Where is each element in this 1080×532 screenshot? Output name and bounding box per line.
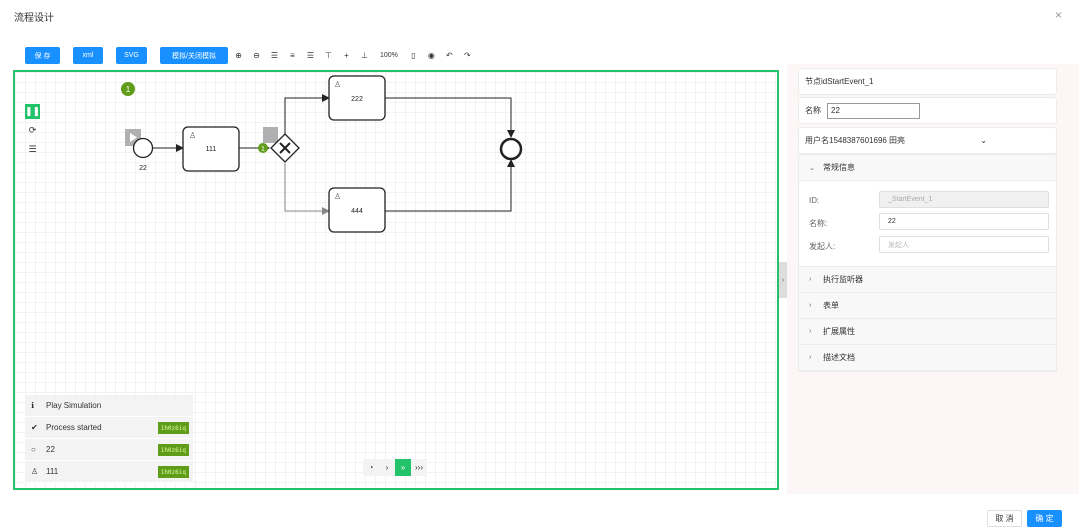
initiator-label: 发起人:	[809, 242, 836, 251]
close-icon[interactable]: ×	[1054, 8, 1062, 22]
start-event[interactable]	[132, 137, 154, 159]
circle-icon: ○	[31, 445, 36, 454]
chevron-down-icon: ⌄	[980, 136, 987, 145]
align-right-icon[interactable]: ☰	[306, 51, 315, 60]
log-text: Play Simulation	[46, 401, 102, 410]
gateway-token-count: 1	[261, 146, 265, 153]
chevron-right-icon: ›	[809, 354, 812, 361]
section-title: 常规信息	[823, 163, 855, 172]
undo-icon[interactable]: ↶	[446, 51, 453, 60]
align-bottom-icon[interactable]: ⊥	[361, 51, 368, 60]
log-icon[interactable]: ☰	[28, 144, 37, 154]
token-counter-badge	[121, 82, 135, 96]
reset-icon[interactable]: ⟳	[28, 125, 37, 135]
section-general-body: ID: _StartEvent_1 名称: 22 发起人: 发起人	[799, 181, 1056, 267]
token-id-badge: 1h0z6iq	[157, 444, 189, 456]
token-id-badge: 1h0z6iq	[157, 422, 189, 434]
name-field-label: 名称:	[809, 219, 828, 228]
log-row: ✔ Process started 1h0z6iq	[25, 417, 193, 439]
user-select[interactable]: 用户名1548387601696 田亮 ⌄	[805, 134, 990, 147]
token-id-badge: 1h0z6iq	[157, 466, 189, 478]
end-event[interactable]	[499, 137, 523, 161]
node-id-label: 节点idStartEvent_1	[805, 77, 874, 86]
zoom-in-icon[interactable]: ⊕	[235, 51, 242, 60]
bpmn-diagram: 1 22 ♙ 111 1 ♙ 222 ♙ 444	[121, 75, 523, 233]
name-field[interactable]: 22	[879, 213, 1049, 230]
dialog-title: 流程设计	[14, 13, 54, 24]
eye-icon[interactable]: ◉	[427, 51, 435, 60]
name-input[interactable]: 22	[827, 102, 920, 119]
xml-button[interactable]: xml	[73, 47, 103, 64]
panel-collapse-handle[interactable]: ›	[779, 262, 787, 298]
speed-normal-button[interactable]: »	[395, 459, 411, 476]
zoom-level: 100%	[380, 52, 398, 59]
align-center-icon[interactable]: ≡	[290, 51, 295, 60]
align-left-icon[interactable]: ☰	[270, 51, 279, 60]
task-label: 222	[351, 96, 363, 103]
section-form[interactable]: › 表单	[799, 293, 1056, 319]
section-doc[interactable]: › 描述文档	[799, 345, 1056, 371]
align-top-icon[interactable]: ⊤	[325, 51, 332, 60]
user-icon: ♙	[334, 80, 341, 89]
toolbar: 保 存 xml SVG 模拟/关闭模拟 ⊕ ⊖ ☰ ≡ ☰ ⊤ + ⊥ 100%…	[25, 47, 481, 64]
token-count: 1	[126, 85, 131, 94]
log-text: 111	[46, 467, 59, 476]
log-text: Process started	[46, 423, 102, 432]
gauge-icon[interactable]: ◔	[368, 463, 374, 472]
properties-collapse: ⌄ 常规信息 ID: _StartEvent_1 名称: 22 发起人: 发起人…	[798, 154, 1057, 372]
task-label: 444	[351, 208, 363, 215]
gateway-flag-icon[interactable]	[263, 127, 278, 143]
hand-icon[interactable]: ▯	[411, 51, 416, 60]
simulate-toggle-button[interactable]: 模拟/关闭模拟	[160, 47, 228, 64]
user-select-value: 用户名1548387601696 田亮	[805, 136, 906, 145]
section-title: 执行监听器	[823, 275, 863, 284]
info-icon: ℹ	[31, 401, 35, 410]
section-title: 表单	[823, 301, 839, 310]
check-circle-icon: ✔	[31, 423, 38, 432]
chevron-right-icon: ›	[809, 302, 812, 309]
log-row: ♙ 111 1h0z6iq	[25, 461, 193, 483]
log-row: ○ 22 1h0z6iq	[25, 439, 193, 461]
pause-icon[interactable]: ❚❚	[25, 104, 40, 119]
id-field: _StartEvent_1	[879, 191, 1049, 208]
section-title: 描述文档	[823, 353, 855, 362]
speed-slow-button[interactable]: ›	[385, 463, 389, 472]
name-row: 名称 22	[798, 97, 1057, 124]
section-listener[interactable]: › 执行监听器	[799, 267, 1056, 293]
user-row: 用户名1548387601696 田亮 ⌄	[798, 127, 1057, 154]
chevron-down-icon: ⌄	[809, 164, 815, 172]
log-text: 22	[46, 445, 55, 454]
chevron-right-icon: ›	[809, 328, 812, 335]
node-id-row: 节点idStartEvent_1	[798, 68, 1057, 95]
chevron-right-icon: ›	[809, 276, 812, 283]
task-label: 111	[206, 146, 217, 153]
user-task-444[interactable]	[328, 187, 386, 233]
section-ext[interactable]: › 扩展属性	[799, 319, 1056, 345]
confirm-button[interactable]: 确 定	[1027, 510, 1062, 527]
save-button[interactable]: 保 存	[25, 47, 60, 64]
section-general[interactable]: ⌄ 常规信息	[799, 155, 1056, 181]
simulation-tools: ❚❚ ⟳ ☰	[25, 104, 40, 161]
id-label: ID:	[809, 196, 820, 205]
bpmn-canvas[interactable]: 1 22 ♙ 111 1 ♙ 222 ♙ 444	[13, 70, 779, 490]
speed-control: ◔ › » ›››	[363, 459, 427, 476]
simulation-log: ℹ Play Simulation ✔ Process started 1h0z…	[25, 395, 193, 483]
user-task-111[interactable]	[182, 126, 240, 172]
user-icon: ♙	[189, 131, 196, 140]
redo-icon[interactable]: ↷	[464, 51, 471, 60]
speed-fast-button[interactable]: ›››	[415, 463, 423, 472]
user-icon: ♙	[31, 467, 39, 476]
section-title: 扩展属性	[823, 327, 855, 336]
properties-panel: 节点idStartEvent_1 名称 22 用户名1548387601696 …	[787, 64, 1079, 494]
name-label: 名称	[805, 106, 821, 115]
initiator-field[interactable]: 发起人	[879, 236, 1049, 253]
user-icon: ♙	[334, 192, 341, 201]
log-row: ℹ Play Simulation	[25, 395, 193, 417]
cancel-button[interactable]: 取 消	[987, 510, 1022, 527]
zoom-out-icon[interactable]: ⊖	[253, 51, 260, 60]
start-event-label: 22	[139, 165, 147, 172]
svg-button[interactable]: SVG	[116, 47, 147, 64]
align-middle-icon[interactable]: +	[344, 51, 349, 60]
